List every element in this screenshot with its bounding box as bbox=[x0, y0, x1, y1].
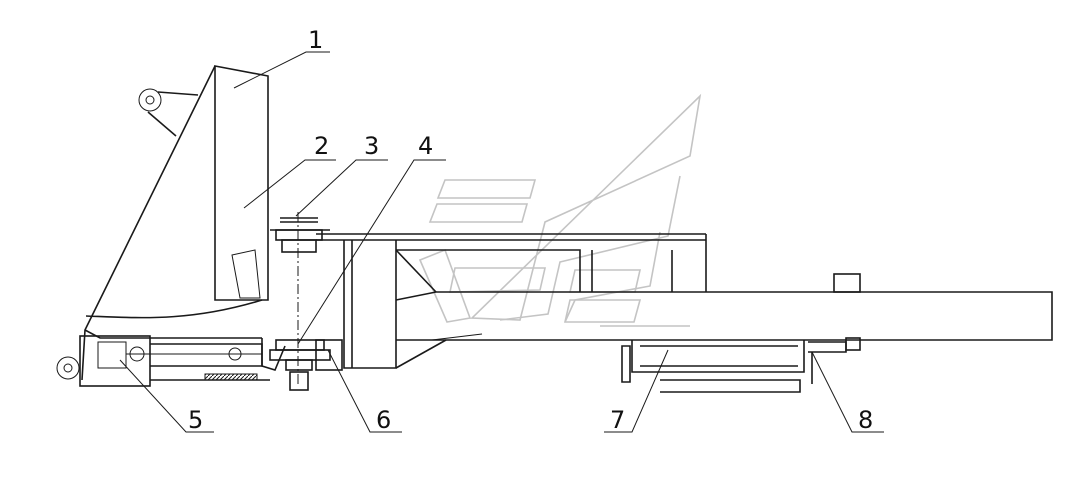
callout-leaders bbox=[119, 51, 884, 433]
shaft-and-sheaves bbox=[269, 212, 343, 391]
callout-8: 8 bbox=[858, 406, 873, 434]
watermark-logo bbox=[418, 93, 702, 327]
callout-numbers: 1 2 3 4 5 6 7 8 bbox=[188, 26, 873, 434]
callout-3: 3 bbox=[364, 132, 379, 160]
lower-carriage bbox=[621, 337, 861, 393]
callout-7: 7 bbox=[610, 406, 625, 434]
callout-2: 2 bbox=[314, 132, 329, 160]
hinge-frame bbox=[81, 65, 269, 381]
callout-6: 6 bbox=[376, 406, 391, 434]
main-boom bbox=[316, 233, 1053, 369]
callout-4: 4 bbox=[418, 132, 433, 160]
callout-1: 1 bbox=[308, 26, 323, 54]
cylinder-assembly bbox=[56, 335, 286, 387]
callout-5: 5 bbox=[188, 406, 203, 434]
